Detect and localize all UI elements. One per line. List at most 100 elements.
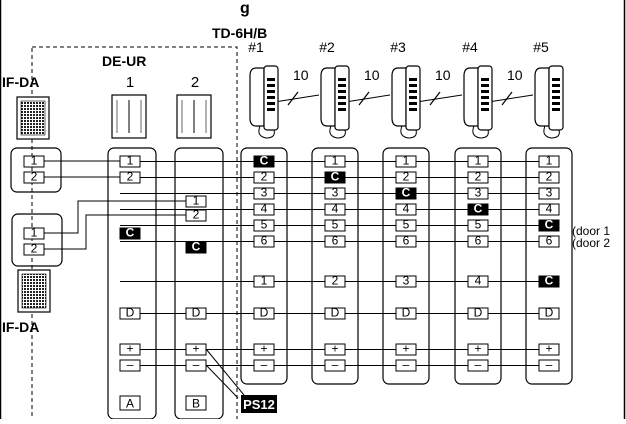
svg-text:–: – [127, 358, 134, 372]
de-ur-2-minus-terminal: – [185, 358, 207, 372]
svg-text:1: 1 [31, 154, 38, 168]
svg-text:D: D [192, 306, 201, 320]
power-wire [205, 348, 245, 396]
svg-text:C: C [545, 218, 554, 232]
svg-text:4: 4 [475, 274, 482, 288]
de-ur-title: DE-UR [102, 53, 146, 69]
de-ur-selector-2-icon [176, 94, 212, 139]
de-ur-1-label-a: A [119, 395, 141, 411]
de-ur-1-door-terminal: D [119, 306, 141, 320]
handset-3-terminal-2: 2 [395, 170, 417, 184]
svg-text:1: 1 [193, 194, 200, 208]
handset-5-extra-terminal: C [538, 274, 560, 288]
svg-text:D: D [402, 306, 411, 320]
svg-text:–: – [403, 358, 410, 372]
handset-2-terminal-6: 6 [324, 234, 346, 248]
door-note-1: (door 1 [572, 224, 610, 238]
handset-4-terminal-5: 5 [467, 218, 489, 232]
svg-text:+: + [192, 342, 199, 356]
de-ur-2-terminal-1: 1 [185, 194, 207, 208]
svg-text:B: B [192, 397, 200, 411]
svg-text:–: – [261, 358, 268, 372]
segment-length-2: 10 [364, 67, 380, 83]
svg-text:3: 3 [261, 186, 268, 200]
handset-3-terminal-6: 6 [395, 234, 417, 248]
handset-4-plus-terminal: + [467, 342, 489, 356]
svg-text:6: 6 [403, 234, 410, 248]
cable-slash [501, 91, 513, 106]
de-ur-1-terminal-2: 2 [119, 170, 141, 184]
handset-2-terminal-1: 1 [324, 154, 346, 168]
svg-text:1: 1 [31, 226, 38, 240]
svg-text:5: 5 [403, 218, 410, 232]
svg-text:1: 1 [475, 154, 482, 168]
de-ur-1-common-terminal: C [119, 226, 141, 240]
handset-5-terminal-4: 4 [538, 202, 560, 216]
handset-1-terminal-4: 4 [253, 202, 275, 216]
svg-text:2: 2 [193, 208, 200, 222]
power-supply-ps12: PS12 [241, 395, 277, 413]
svg-text:+: + [331, 342, 338, 356]
de-ur-2-terminal-2: 2 [185, 208, 207, 222]
svg-text:–: – [475, 358, 482, 372]
handset-phone-icon [391, 65, 421, 139]
de-ur-1-terminal-1: 1 [119, 154, 141, 168]
svg-text:C: C [260, 154, 269, 168]
svg-text:1: 1 [546, 154, 553, 168]
handset-1-terminal-6: 6 [253, 234, 275, 248]
svg-text:D: D [126, 306, 135, 320]
if-da-wire [44, 214, 186, 250]
svg-text:6: 6 [475, 234, 482, 248]
svg-text:+: + [474, 342, 481, 356]
handset-2-plus-terminal: + [324, 342, 346, 356]
if-da-top-terminal-1: 1 [23, 154, 45, 168]
if-da-wire [44, 200, 186, 234]
power-wire [205, 364, 239, 399]
svg-text:5: 5 [261, 218, 268, 232]
handset-4-terminal-3: 3 [467, 186, 489, 200]
svg-text:5: 5 [332, 218, 339, 232]
handset-2-terminal-3: 3 [324, 186, 346, 200]
svg-text:3: 3 [546, 186, 553, 200]
if-module-frame-top [10, 147, 62, 193]
de-ur-number-2: 2 [191, 74, 199, 91]
handset-4-terminal-4: C [467, 202, 489, 216]
handset-4-frame [454, 147, 502, 385]
handset-3-extra-terminal: 3 [395, 274, 417, 288]
de-ur-2-label-b: B [185, 395, 207, 411]
handset-5-terminal-2: 2 [538, 170, 560, 184]
svg-text:1: 1 [332, 154, 339, 168]
svg-text:2: 2 [475, 170, 482, 184]
if-da-bottom-terminal-1: 1 [23, 226, 45, 240]
de-ur-2-plus-terminal: + [185, 342, 207, 356]
handset-1-terminal-1: C [253, 154, 275, 168]
handset-label-2: #2 [319, 39, 335, 55]
terminals: C234561D+–1C34562D+–12C4563D+–123C564D+–… [23, 154, 560, 413]
svg-text:C: C [331, 170, 340, 184]
svg-text:1: 1 [261, 274, 268, 288]
door-note-2: (door 2 [572, 236, 610, 250]
handset-phone-icon [534, 65, 564, 139]
handset-5-door-terminal: D [538, 306, 560, 320]
svg-text:4: 4 [261, 202, 268, 216]
svg-text:+: + [402, 342, 409, 356]
handset-1-door-terminal: D [253, 306, 275, 320]
svg-text:C: C [402, 186, 411, 200]
handset-2-terminal-5: 5 [324, 218, 346, 232]
svg-text:3: 3 [475, 186, 482, 200]
cable-slash [429, 91, 441, 106]
handset-3-terminal-4: 4 [395, 202, 417, 216]
handset-1-plus-terminal: + [253, 342, 275, 356]
if-da-top-terminal-2: 2 [23, 170, 45, 184]
svg-text:2: 2 [31, 242, 38, 256]
svg-text:PS12: PS12 [243, 397, 275, 412]
handset-label-3: #3 [390, 39, 406, 55]
handset-label-4: #4 [462, 39, 478, 55]
svg-text:–: – [546, 358, 553, 372]
svg-text:–: – [193, 358, 200, 372]
svg-text:D: D [545, 306, 554, 320]
handset-5-terminal-1: 1 [538, 154, 560, 168]
handset-4-terminal-6: 6 [467, 234, 489, 248]
